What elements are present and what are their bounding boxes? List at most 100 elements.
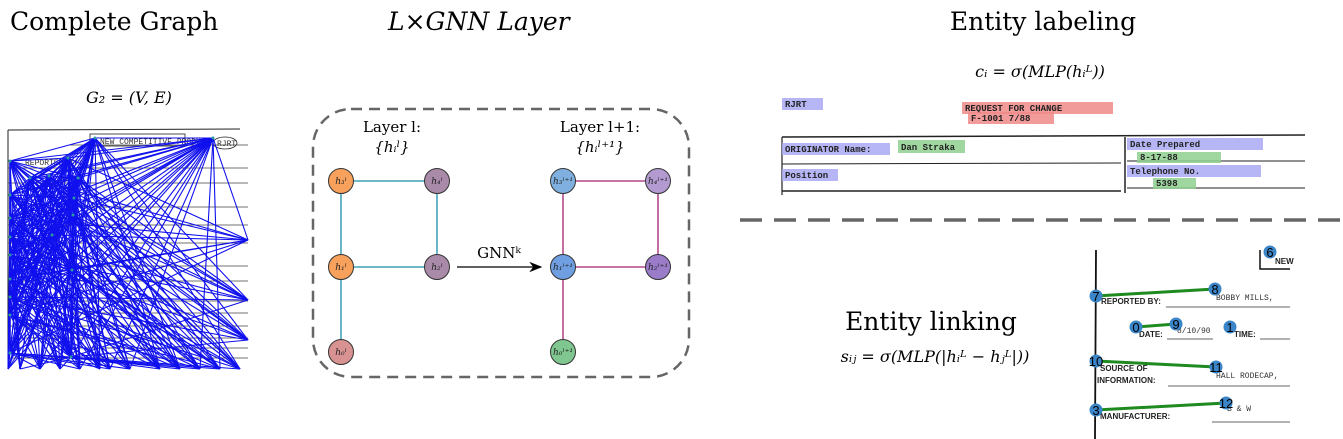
node-label: h₂ˡ: [431, 263, 443, 273]
graph-edge: [212, 137, 221, 370]
entity-box-question: [782, 169, 838, 181]
graph-edge: [9, 352, 111, 370]
graph-node: [70, 268, 74, 272]
graph-node: [211, 136, 215, 140]
node-label: h₃ˡ⁺¹: [553, 177, 573, 187]
entity-text: F-1001 7/88: [971, 114, 1030, 124]
graph-edge: [19, 214, 74, 370]
graph-edge: [71, 214, 74, 271]
entity-node-id: 8: [1211, 282, 1218, 297]
graph-edge: [9, 160, 50, 177]
graph-edge: [9, 214, 74, 219]
graph-edge: [72, 214, 241, 370]
graph-edge: [9, 278, 111, 370]
graph-edge: [9, 234, 53, 256]
graph-edge: [73, 137, 214, 199]
graph-edge: [9, 278, 201, 370]
graph-edge: [9, 175, 50, 196]
doc-text: DATE:: [1139, 330, 1163, 339]
graph-node: [76, 176, 80, 180]
graph-node: [50, 233, 54, 237]
entity-link: [1095, 359, 1217, 369]
graph-edge: [9, 278, 41, 370]
entity-node-id: 7: [1092, 289, 1099, 304]
graph-edge: [7, 269, 73, 370]
graph-edge: [67, 137, 214, 159]
graph-edge: [72, 214, 101, 370]
graph-edge: [9, 296, 249, 301]
graph-node: [424, 168, 450, 194]
graph-edge: [71, 269, 221, 370]
graph-edge: [67, 157, 249, 241]
graph-edge: [9, 352, 41, 370]
node-label: h₂ˡ⁺¹: [648, 263, 668, 273]
graph-edge: [9, 314, 201, 370]
entity-node-id: 1: [1226, 320, 1233, 335]
entity-node-id: 6: [1266, 245, 1273, 260]
graph-edge: [94, 137, 249, 341]
graph-edge: [9, 239, 249, 316]
graph-edge: [39, 234, 53, 370]
graph-node: [8, 193, 12, 197]
graph-edge: [70, 356, 241, 370]
entity-text: 8-17-88: [1140, 153, 1178, 163]
graph-edge: [9, 236, 249, 301]
graph-edge: [9, 269, 73, 316]
gnn-layer-box: [311, 107, 691, 379]
doc-text: BOBBY MILLS,: [1216, 294, 1274, 303]
entity-labeling-title: Entity labeling: [950, 7, 1136, 36]
graph-edge: [71, 269, 201, 370]
graph-node: [66, 156, 70, 160]
graph-edge: [72, 214, 161, 370]
graph-node: [8, 216, 12, 220]
entity-node: [1263, 245, 1277, 259]
layer-l1-label: Layer l+1:: [560, 118, 640, 136]
complete-graph-edges: [7, 136, 249, 370]
entity-link: [1135, 322, 1177, 329]
graph-edge: [9, 296, 181, 370]
graph-edge: [77, 177, 249, 301]
entity-box-question: [1127, 165, 1261, 177]
graph-edge: [73, 197, 201, 370]
node-label: h₀ˡ: [335, 348, 347, 358]
graph-edge: [9, 236, 181, 370]
graph-node: [8, 253, 12, 257]
graph-node: [328, 168, 354, 194]
graph-edge: [48, 175, 249, 341]
entity-node: [1089, 289, 1103, 303]
entity-node: [1129, 320, 1143, 334]
entity-linking-title: Entity linking: [845, 307, 1017, 336]
entity-node: [1223, 320, 1237, 334]
graph-edge: [7, 314, 11, 370]
entity-text: Date Prepared: [1130, 140, 1200, 150]
graph-edge: [9, 137, 214, 162]
graph-edge: [9, 314, 72, 358]
doc-text: RJRT: [217, 140, 236, 149]
graph-edge: [9, 269, 73, 354]
graph-edge: [9, 194, 249, 301]
graph-edge: [9, 177, 79, 219]
graph-edge: [9, 254, 101, 370]
doc-text: B & W: [1227, 405, 1251, 414]
entity-text: ORIGINATOR Name:: [785, 145, 871, 155]
entity-node-id: 0: [1132, 320, 1139, 335]
gnn-title: L×GNN Layer: [387, 7, 572, 36]
entity-link: [1095, 287, 1216, 298]
graph-node: [28, 176, 32, 180]
complete-graph-title: Complete Graph: [10, 7, 218, 36]
graph-edge: [72, 214, 249, 341]
graph-edge: [7, 352, 11, 370]
doc-text: INFORMATION:: [1097, 376, 1156, 385]
graph-edge: [9, 217, 41, 370]
layer-l-label: Layer l:: [363, 118, 421, 136]
graph-node: [8, 351, 12, 355]
graph-edge: [9, 214, 74, 256]
graph-edge: [9, 157, 69, 196]
node-label: h₄ˡ⁺¹: [648, 177, 668, 187]
graph-edge: [9, 214, 74, 298]
node-label: h₁ˡ⁺¹: [553, 263, 573, 273]
entity-node-id: 9: [1172, 317, 1179, 332]
entity-node: [1089, 403, 1103, 417]
